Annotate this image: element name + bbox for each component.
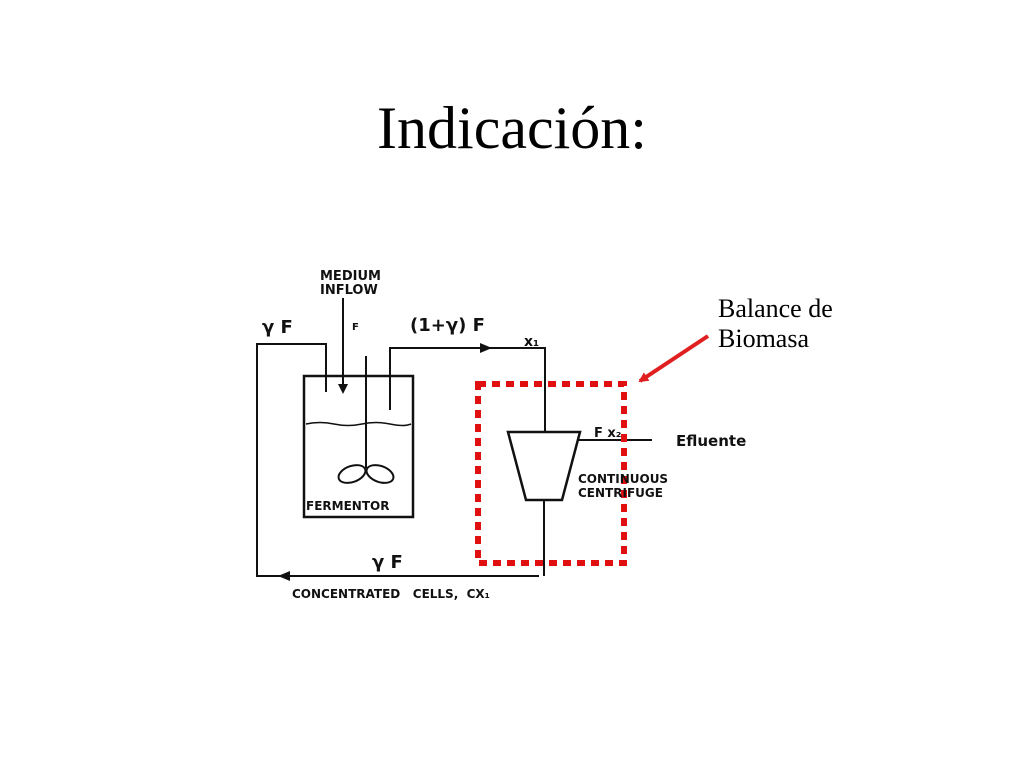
- control-volume-boundary: [475, 381, 627, 566]
- callout-line-1: Balance de: [718, 294, 833, 323]
- outflow-pipe: [389, 347, 546, 432]
- centrifuge-label-1: CONTINUOUS: [578, 472, 668, 486]
- concentrated-arrow: [278, 571, 290, 581]
- inflow-f-label: F: [352, 322, 359, 333]
- effluent-label: Efluente: [676, 432, 746, 450]
- medium-inflow-label-2: INFLOW: [320, 283, 378, 298]
- callout-line-2: Biomasa: [718, 324, 809, 353]
- recycle-return-pipe: [256, 343, 539, 577]
- fermentor-vessel: [302, 374, 415, 519]
- slide-title: Indicación:: [377, 95, 647, 161]
- x1-label: x₁: [524, 334, 539, 350]
- recycle-top-label: γ F: [262, 317, 293, 338]
- centrifuge-shape: [506, 430, 582, 502]
- outflow-arrow: [480, 343, 492, 353]
- medium-inflow-arrow: [338, 384, 348, 394]
- medium-inflow-label-1: MEDIUM: [320, 269, 381, 284]
- balance-callout: Balance de Biomasa: [718, 294, 833, 354]
- outflow-label: (1+γ) F: [410, 315, 485, 336]
- concentrated-cells-label: CONCENTRATED CELLS, CX₁: [292, 587, 490, 601]
- impeller-icon: [337, 464, 395, 484]
- fermentor-label: FERMENTOR: [306, 499, 389, 513]
- recycle-bottom-label: γ F: [372, 552, 403, 573]
- liquid-level: [305, 421, 412, 427]
- callout-arrow: [638, 334, 710, 383]
- effluent-flow-label: F x₂: [594, 426, 622, 441]
- centrifuge-label-2: CENTRIFUGE: [578, 486, 663, 500]
